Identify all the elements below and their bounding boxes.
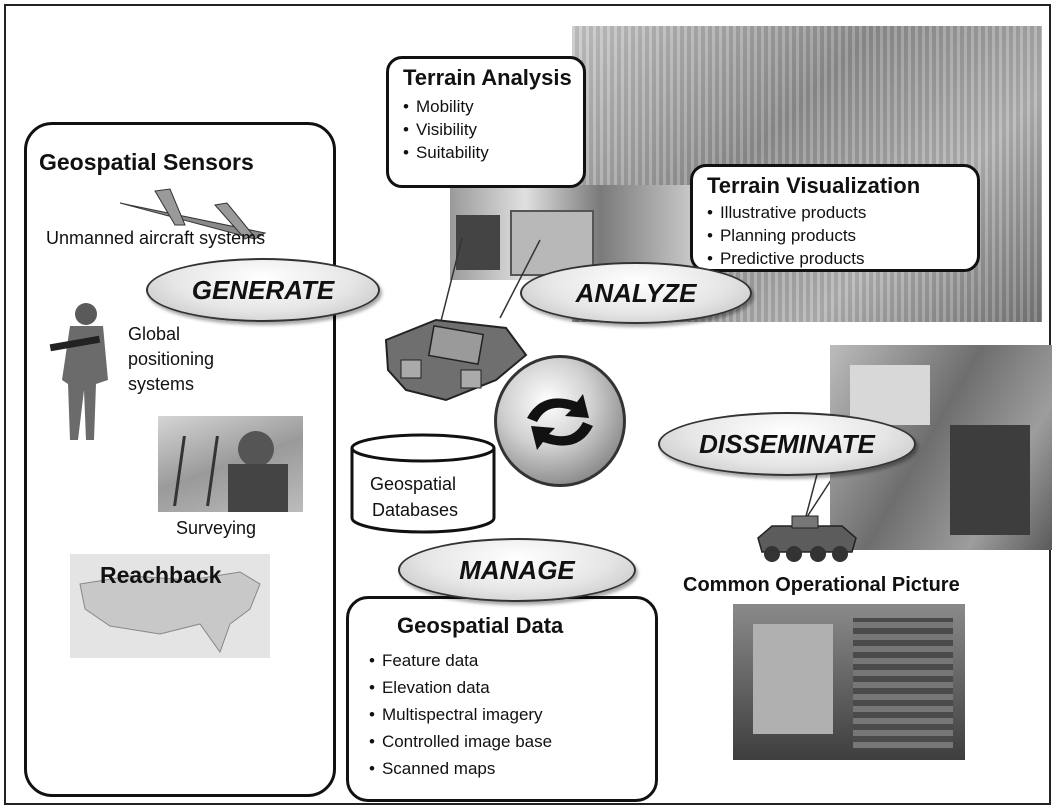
us-map-icon [79, 571, 261, 654]
gps-label: Global positioning systems [128, 324, 215, 394]
terrain-analysis-list: Mobility Visibility Suitability [403, 95, 489, 164]
analyze-ellipse: ANALYZE [520, 262, 752, 324]
cop-label: Common Operational Picture [683, 574, 960, 596]
terrain-analysis-box: Terrain Analysis Mobility Visibility Sui… [386, 56, 586, 188]
disseminate-ellipse: DISSEMINATE [658, 412, 916, 476]
manage-ellipse: MANAGE [398, 538, 636, 602]
databases-line2: Databases [372, 500, 459, 520]
geospatial-data-box: Geospatial Data Feature data Elevation d… [346, 596, 658, 802]
geospatial-data-title: Geospatial Data [397, 613, 564, 638]
reachback-map: Reachback [70, 554, 270, 658]
terrain-visualization-list: Illustrative products Planning products … [707, 201, 866, 270]
list-item: Mobility [403, 95, 489, 118]
database-cylinder-icon [350, 433, 496, 534]
reachback-label: Reachback [100, 562, 222, 588]
generate-ellipse: GENERATE [146, 258, 380, 322]
uas-label: Unmanned aircraft systems [46, 228, 266, 248]
list-item: Suitability [403, 141, 489, 164]
terrain-visualization-box: Terrain Visualization Illustrative produ… [690, 164, 980, 272]
terrain-visualization-title: Terrain Visualization [707, 173, 921, 198]
list-item: Planning products [707, 224, 866, 247]
cop-photo [733, 604, 965, 760]
list-item: Scanned maps [369, 755, 552, 782]
armored-vehicle-icon [757, 515, 857, 562]
soldier-icon [49, 303, 108, 440]
military-vehicle-icon [384, 318, 528, 402]
terrain-analysis-title: Terrain Analysis [403, 65, 572, 90]
refresh-arrows-icon [527, 394, 593, 450]
list-item: Controlled image base [369, 728, 552, 755]
sensors-title: Geospatial Sensors [39, 149, 254, 175]
list-item: Illustrative products [707, 201, 866, 224]
list-item: Feature data [369, 647, 552, 674]
list-item: Predictive products [707, 247, 866, 270]
cycle-sphere [494, 355, 626, 487]
list-item: Multispectral imagery [369, 701, 552, 728]
geospatial-data-list: Feature data Elevation data Multispectra… [369, 647, 552, 782]
list-item: Elevation data [369, 674, 552, 701]
list-item: Visibility [403, 118, 489, 141]
surveying-photo [158, 416, 303, 512]
databases-line1: Geospatial [370, 474, 457, 494]
surveying-label: Surveying [176, 518, 257, 538]
drone-icon [119, 188, 267, 240]
